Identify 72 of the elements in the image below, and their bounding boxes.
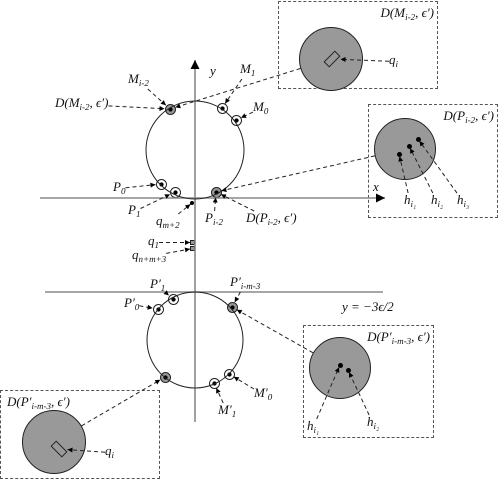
point-label: M$_{i-2}$ bbox=[128, 72, 149, 89]
frame-label: D(P′$_{i-m-3}$, ϵ′) bbox=[367, 330, 430, 347]
dashed-arrow bbox=[108, 105, 165, 111]
dashed-arrow bbox=[158, 240, 190, 245]
point-label: M$_{1}$ bbox=[240, 62, 256, 79]
point-label: q$_{i}$ bbox=[389, 53, 398, 70]
axis-label: x bbox=[373, 180, 379, 196]
frame-label: D(P′$_{i-m-3}$, ϵ′) bbox=[7, 395, 70, 412]
dashed-arrow bbox=[147, 88, 166, 106]
dashed-arrow bbox=[212, 197, 218, 212]
dashed-arrow bbox=[234, 292, 241, 303]
point-dot bbox=[346, 368, 350, 372]
point-label: P$_{1}$ bbox=[128, 203, 140, 220]
point-marker bbox=[170, 186, 180, 198]
point-label: P′$_{i-m-3}$ bbox=[230, 275, 260, 292]
point-label: P′$_{1}$ bbox=[150, 277, 166, 294]
dashed-arrow bbox=[348, 372, 370, 416]
dashed-arrow bbox=[174, 68, 301, 108]
point-label: h$_{i₃}$ bbox=[457, 193, 470, 210]
point-label: D(M$_{i-2}$, ϵ′) bbox=[55, 96, 108, 113]
axis-label: y bbox=[210, 64, 216, 80]
point-label: q$_{m+2}$ bbox=[156, 214, 180, 231]
dashed-frame bbox=[303, 325, 434, 438]
dashed-arrow bbox=[178, 204, 191, 214]
dashed-frame bbox=[368, 104, 498, 218]
point-marker bbox=[160, 372, 170, 382]
point-label: M′$_{0}$ bbox=[254, 386, 272, 403]
point-dot bbox=[190, 201, 194, 205]
rectangle-mark bbox=[190, 240, 195, 245]
point-marker bbox=[230, 114, 242, 126]
point-dot bbox=[338, 362, 342, 368]
point-label: M$_{0}$ bbox=[253, 100, 268, 117]
point-marker bbox=[156, 178, 166, 190]
point-label: P′$_{0}$ bbox=[124, 296, 140, 313]
dashed-arrow bbox=[138, 304, 154, 310]
dashed-arrow bbox=[216, 388, 224, 404]
dashed-arrow bbox=[340, 57, 390, 62]
point-dot bbox=[406, 144, 412, 148]
dashed-arrow bbox=[224, 78, 242, 104]
point-label: q$_{n+m+3}$ bbox=[132, 248, 166, 265]
point-label: h$_{i₂}$ bbox=[367, 415, 380, 432]
dashed-arrow bbox=[81, 379, 161, 426]
point-label: M′$_{1}$ bbox=[218, 403, 236, 420]
dashed-arrow bbox=[140, 194, 170, 209]
dashed-arrow bbox=[240, 112, 254, 118]
point-label: h$_{i₁}$ bbox=[404, 193, 416, 210]
dashed-arrow bbox=[233, 376, 254, 390]
dashed-frame bbox=[278, 1, 438, 89]
rectangle-mark bbox=[190, 246, 195, 251]
point-label: q$_{i}$ bbox=[105, 444, 114, 461]
point-label: h$_{i₂}$ bbox=[431, 193, 444, 210]
point-marker bbox=[226, 302, 238, 312]
dashed-arrow bbox=[164, 290, 170, 296]
dashed-arrow bbox=[236, 309, 314, 354]
frame-label: D(P$_{i-2}$, ϵ′) bbox=[443, 109, 494, 126]
point-label: P$_{0}$ bbox=[113, 180, 126, 197]
dashed-arrow bbox=[125, 182, 156, 188]
dashed-arrow bbox=[220, 194, 255, 212]
point-dot bbox=[396, 152, 402, 156]
point-label: D(P$_{i-2}$, ϵ′) bbox=[246, 211, 297, 228]
frame-label: D(M$_{i-2}$, ϵ′) bbox=[380, 6, 434, 23]
dashed-arrow bbox=[419, 140, 458, 194]
point-label: P$_{i-2}$ bbox=[205, 211, 223, 228]
dashed-frame bbox=[0, 390, 160, 479]
point-label: q$_{1}$ bbox=[148, 234, 159, 251]
line-equation: y = −3ϵ/2 bbox=[342, 300, 394, 316]
point-dot bbox=[416, 136, 420, 142]
dashed-arrow bbox=[166, 247, 190, 254]
dashed-arrow bbox=[410, 148, 434, 194]
dashed-arrow bbox=[67, 447, 106, 453]
dashed-arrow bbox=[220, 155, 376, 192]
point-label: h$_{i₁}$ bbox=[307, 419, 320, 436]
